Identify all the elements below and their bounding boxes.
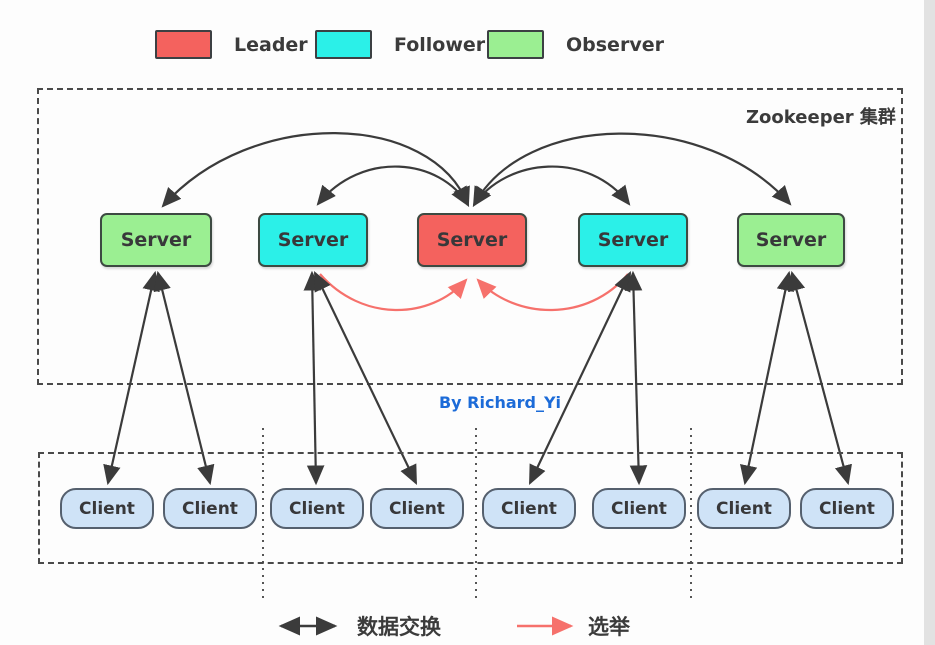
follower-color-swatch (315, 30, 372, 59)
client-node: Client (697, 488, 791, 529)
client-node: Client (800, 488, 894, 529)
author-byline: By Richard_Yi (438, 393, 562, 412)
server-label: Server (597, 229, 669, 251)
server-node-observer-1: Server (100, 213, 212, 267)
server-node-leader: Server (417, 213, 527, 267)
client-node: Client (592, 488, 686, 529)
observer-color-swatch (487, 30, 544, 59)
legend-label-follower: Follower (394, 33, 486, 56)
client-label: Client (79, 498, 135, 519)
server-label: Server (436, 229, 508, 251)
leader-color-swatch (155, 30, 212, 59)
legend-label-leader: Leader (234, 33, 308, 56)
server-node-follower-2: Server (578, 213, 688, 267)
client-label: Client (501, 498, 557, 519)
election-legend-label: 选举 (588, 615, 630, 639)
legend-item-follower: Follower (315, 30, 485, 59)
data-exchange-legend-label: 数据交换 (357, 615, 441, 639)
client-label: Client (389, 498, 445, 519)
client-node: Client (370, 488, 464, 529)
client-node: Client (270, 488, 364, 529)
client-label: Client (611, 498, 667, 519)
client-label: Client (182, 498, 238, 519)
client-node: Client (60, 488, 154, 529)
legend-item-leader: Leader (155, 30, 308, 59)
cluster-title: Zookeeper 集群 (746, 107, 896, 128)
client-label: Client (289, 498, 345, 519)
server-label: Server (120, 229, 192, 251)
server-node-follower-1: Server (258, 213, 368, 267)
client-label: Client (819, 498, 875, 519)
clients-box (38, 452, 903, 564)
page-edge-strip (924, 0, 935, 645)
client-node: Client (163, 488, 257, 529)
legend-item-observer: Observer (487, 30, 664, 59)
client-label: Client (716, 498, 772, 519)
server-label: Server (755, 229, 827, 251)
legend-label-observer: Observer (566, 33, 664, 56)
server-label: Server (277, 229, 349, 251)
zookeeper-cluster-box (37, 88, 903, 385)
server-node-observer-2: Server (737, 213, 845, 267)
client-node: Client (482, 488, 576, 529)
